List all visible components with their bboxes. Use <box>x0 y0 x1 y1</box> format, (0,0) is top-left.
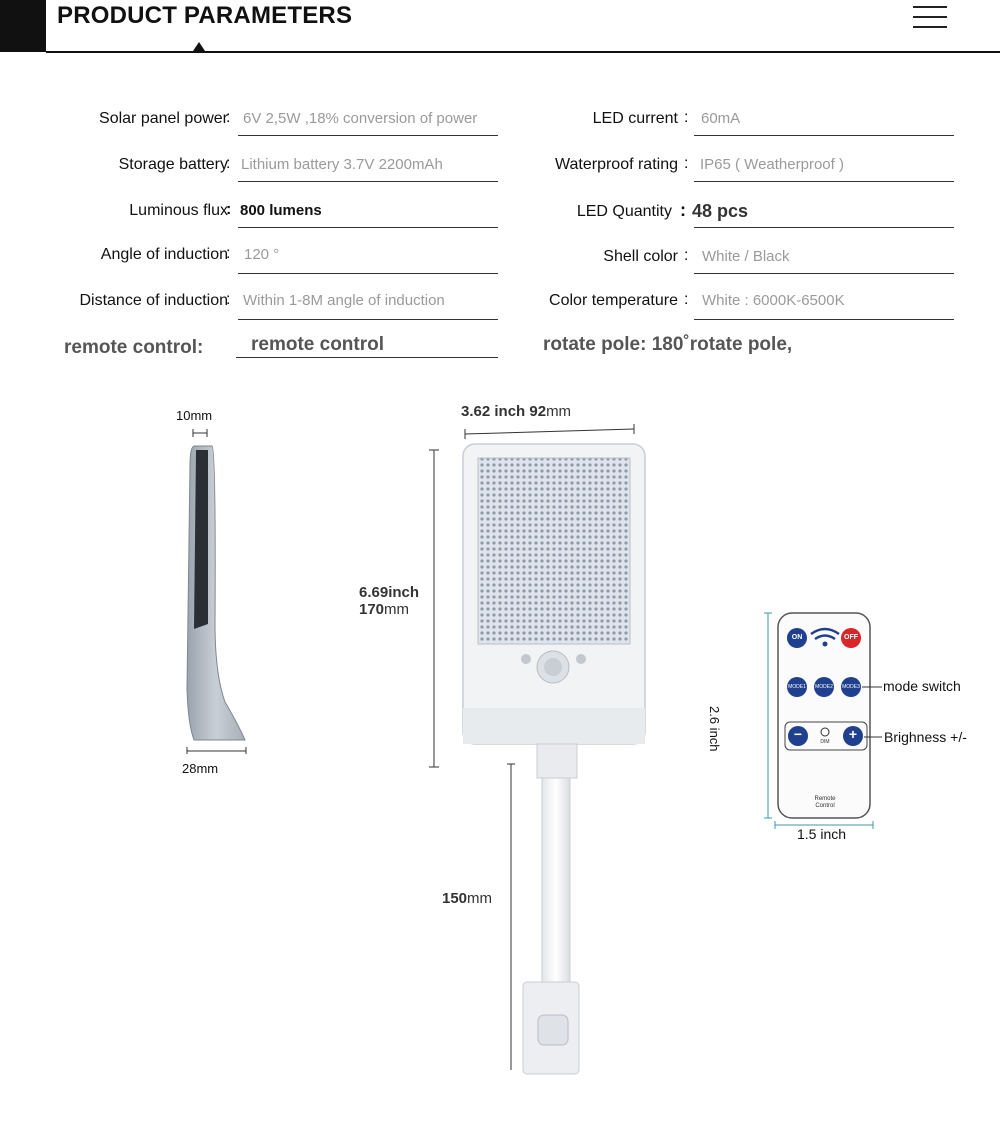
thickness-label: 10mm <box>176 408 213 423</box>
spec-label: LED Quantity <box>576 203 672 220</box>
dim-label: DIM <box>820 739 830 745</box>
spec-underline <box>694 181 954 182</box>
mode2-button-label: MODE2 <box>815 684 833 690</box>
spec-value: 6V 2,5W ,18% conversion of power <box>243 110 478 127</box>
off-button <box>841 628 861 648</box>
spec-underline <box>238 273 498 274</box>
rotate-pole-text: rotate pole: 180˚rotate pole, <box>543 334 793 355</box>
spec-underline <box>694 227 954 228</box>
menu-icon[interactable] <box>913 6 947 28</box>
width-dimension: 3.62 inch 92mm <box>461 403 571 420</box>
spec-label: Angle of induction <box>100 246 228 263</box>
spec-colon: : <box>226 291 231 308</box>
spec-value: 60mA <box>701 110 741 127</box>
brightness-label: Brighness +/- <box>884 729 967 745</box>
mode-switch-label: mode switch <box>883 678 961 694</box>
off-button-label: OFF <box>844 634 858 641</box>
spec-underline <box>238 319 498 320</box>
depth-label: 28mm <box>182 761 219 776</box>
remote-control-label: remote control: <box>64 337 204 358</box>
spec-underline <box>694 319 954 320</box>
header-pointer <box>193 42 205 51</box>
spec-value: White : 6000K-6500K <box>702 292 845 309</box>
spec-underline <box>238 227 498 228</box>
height-mm: 170mm <box>359 601 410 618</box>
header-rule <box>46 51 1000 53</box>
minus-icon: − <box>793 726 803 742</box>
height-inch: 6.69inch <box>359 584 420 601</box>
spec-colon: : <box>226 155 231 172</box>
mode1-button-label: MODE1 <box>788 684 806 690</box>
spec-value: 48 pcs <box>692 201 749 221</box>
spec-underline <box>238 135 498 136</box>
spec-value: IP65 ( Weatherproof ) <box>700 156 844 173</box>
width-mm-num: 92 <box>529 403 547 420</box>
spec-underline <box>694 273 954 274</box>
spec-label: Color temperature <box>549 292 678 309</box>
spec-label: Storage battery <box>118 156 228 173</box>
plus-icon: + <box>848 726 858 742</box>
spec-colon: : <box>226 201 232 218</box>
spec-colon: : <box>680 200 686 220</box>
width-mm-unit: mm <box>546 403 572 420</box>
spec-colon: : <box>226 245 231 262</box>
pole-length: 150mm <box>442 890 493 907</box>
remote-height-label: 2.6 inch <box>707 706 722 752</box>
spec-colon: : <box>684 109 689 126</box>
spec-colon: : <box>226 109 231 126</box>
page-title: PRODUCT PARAMETERS <box>57 2 353 29</box>
spec-colon: : <box>684 291 689 308</box>
mode3-button-label: MODE3 <box>842 684 860 690</box>
remote-control-drawing <box>764 612 874 829</box>
spec-underline <box>238 181 498 182</box>
remote-control-value: remote control <box>251 334 385 355</box>
spec-value: 120 ° <box>244 246 280 263</box>
side-profile-drawing <box>186 429 247 754</box>
front-view-drawing <box>429 424 646 1075</box>
spec-colon: : <box>684 155 689 172</box>
width-inch: 3.62 inch <box>461 403 526 420</box>
spec-label: Solar panel power <box>99 110 228 127</box>
header-block <box>0 0 46 52</box>
remote-underline <box>236 357 498 358</box>
on-button-label: ON <box>791 634 803 641</box>
remote-width-label: 1.5 inch <box>797 826 847 842</box>
spec-value: 800 lumens <box>240 202 322 219</box>
callout-lines <box>862 686 882 738</box>
spec-value: White / Black <box>702 248 790 265</box>
spec-label: Waterproof rating <box>554 156 678 173</box>
on-button <box>787 628 807 648</box>
spec-label: Luminous flux <box>129 202 228 219</box>
spec-underline <box>694 135 954 136</box>
spec-value: Within 1-8M angle of induction <box>243 292 445 309</box>
spec-colon: : <box>684 247 689 264</box>
spec-label: Distance of induction <box>79 292 228 309</box>
spec-label: Shell color <box>603 248 678 265</box>
spec-label: LED current <box>592 110 678 127</box>
spec-value: Lithium battery 3.7V 2200mAh <box>241 156 443 173</box>
